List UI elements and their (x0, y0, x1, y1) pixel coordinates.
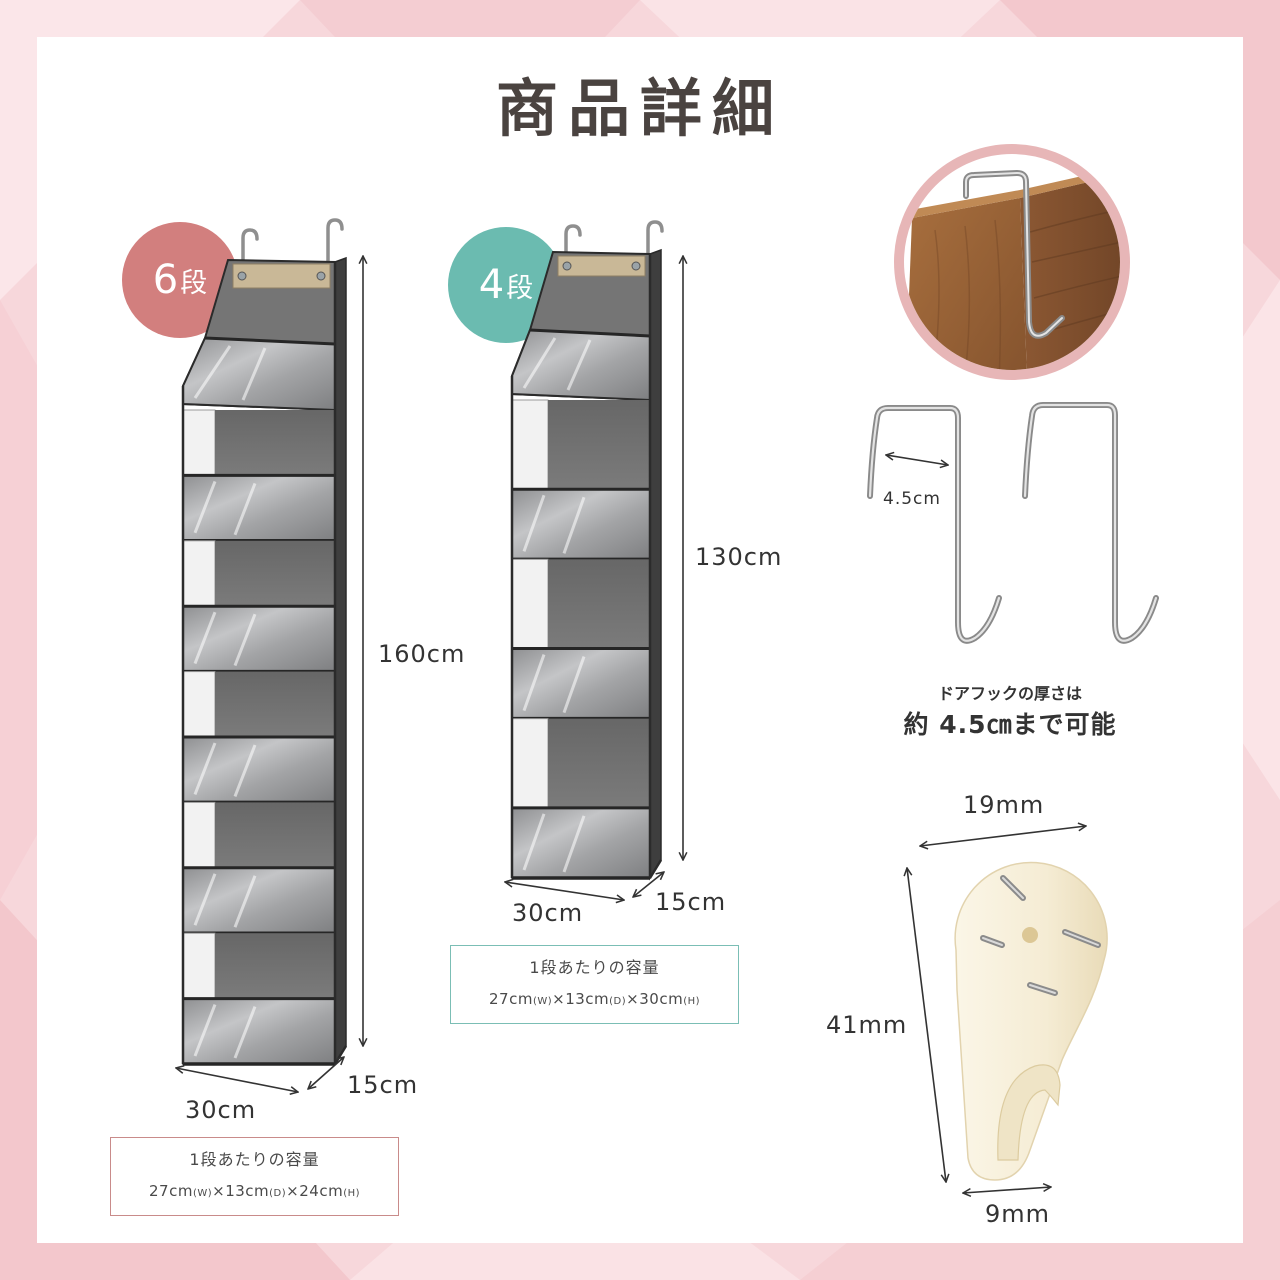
depth-label-4-tier: 15cm (655, 888, 727, 916)
capacity-label: 1段あたりの容量 (529, 958, 660, 977)
door-hook-note: ドアフックの厚さは (937, 684, 1082, 703)
capacity-depth-marker: (D) (269, 1188, 287, 1199)
capacity-height: ×24cm (286, 1182, 344, 1200)
capacity-box-6-tier: 1段あたりの容量 27cm(W)×13cm(D)×24cm(H) (110, 1137, 399, 1216)
wall-hook-bottom-width-label: 9mm (985, 1200, 1051, 1228)
capacity-depth-marker: (D) (609, 996, 627, 1007)
capacity-depth: ×13cm (212, 1182, 270, 1200)
capacity-depth: ×13cm (552, 990, 610, 1008)
width-label-4-tier: 30cm (512, 899, 584, 927)
door-hook-limit: 約 4.5㎝まで可能 (903, 710, 1117, 739)
badge-number: 4 (478, 262, 505, 308)
content-panel (37, 37, 1243, 1243)
capacity-width-marker: (W) (192, 1188, 213, 1199)
badge-number: 6 (152, 257, 179, 303)
capacity-height-marker: (H) (343, 1188, 361, 1199)
capacity-width: 27cm (488, 990, 533, 1008)
height-label-4-tier: 130cm (695, 543, 783, 571)
badge-unit: 段 (180, 267, 208, 299)
page-title: 商品詳細 (495, 72, 784, 145)
wall-hook-top-width-label: 19mm (963, 791, 1045, 819)
capacity-width-marker: (W) (532, 996, 553, 1007)
capacity-box-4-tier: 1段あたりの容量 27cm(W)×13cm(D)×30cm(H) (450, 945, 739, 1024)
badge-unit: 段 (506, 272, 534, 304)
capacity-height: ×30cm (626, 990, 684, 1008)
capacity-width: 27cm (148, 1182, 193, 1200)
depth-label-6-tier: 15cm (347, 1071, 419, 1099)
door-hook-gap-label: 4.5cm (883, 489, 941, 509)
capacity-height-marker: (H) (683, 996, 701, 1007)
width-label-6-tier: 30cm (185, 1096, 257, 1124)
capacity-dimensions: 27cm(W)×13cm(D)×30cm(H) (451, 989, 738, 1012)
wall-hook-height-label: 41mm (826, 1011, 908, 1039)
capacity-label: 1段あたりの容量 (189, 1150, 320, 1169)
height-label-6-tier: 160cm (378, 640, 466, 668)
capacity-dimensions: 27cm(W)×13cm(D)×24cm(H) (111, 1181, 398, 1204)
